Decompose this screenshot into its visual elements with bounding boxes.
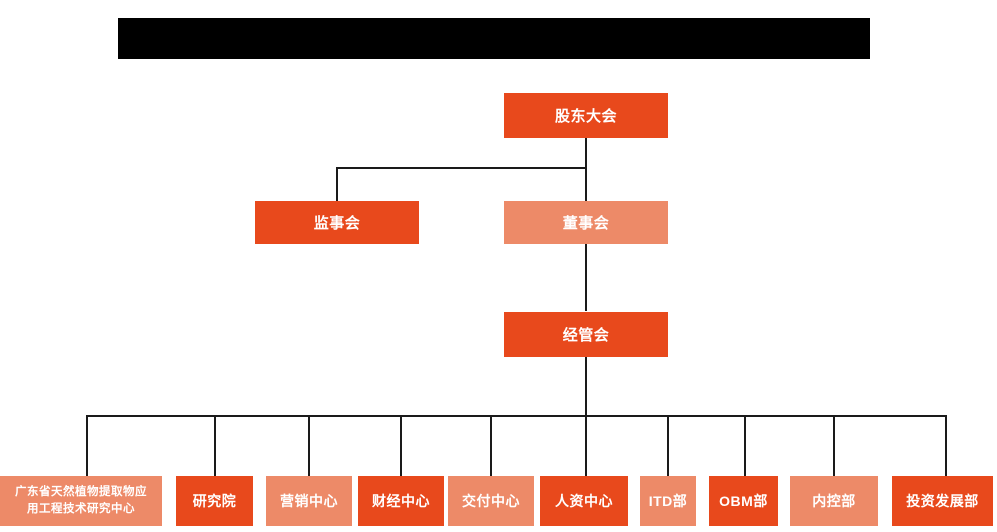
node-hr[interactable]: 人资中心 [540,476,628,526]
connector-level2-bus [336,167,587,169]
node-management-label: 经管会 [562,327,610,344]
node-directors[interactable]: 董事会 [504,201,668,244]
node-investment-label: 投资发展部 [906,493,979,509]
connector-drop-institute [214,415,216,476]
node-finance-label: 财经中心 [372,493,430,509]
title-bar-text [118,18,870,59]
connector-drop-delivery [490,415,492,476]
node-research-center[interactable]: 广东省天然植物提取物应 用工程技术研究中心 [0,476,162,526]
connector-management-down [585,357,587,416]
node-shareholders-label: 股东大会 [554,108,617,125]
node-finance[interactable]: 财经中心 [358,476,444,526]
connector-shareholders-down [585,138,587,168]
node-internal-control-label: 内控部 [812,493,856,509]
node-delivery[interactable]: 交付中心 [448,476,534,526]
redacted-title-bar [118,18,870,59]
node-directors-label: 董事会 [562,215,610,232]
connector-drop-itd [667,415,669,476]
node-itd-label: ITD部 [648,493,688,509]
node-supervisors[interactable]: 监事会 [255,201,419,244]
node-hr-label: 人资中心 [555,493,613,509]
node-delivery-label: 交付中心 [462,493,520,509]
connector-drop-investment [945,415,947,476]
connector-drop-internal-control [833,415,835,476]
node-itd[interactable]: ITD部 [640,476,696,526]
node-research-center-label: 广东省天然植物提取物应 用工程技术研究中心 [15,486,147,515]
node-institute-label: 研究院 [192,493,237,509]
connector-drop-obm [744,415,746,476]
node-marketing[interactable]: 营销中心 [266,476,352,526]
node-marketing-label: 营销中心 [280,493,338,509]
connector-drop-hr [585,415,587,476]
node-shareholders[interactable]: 股东大会 [504,93,668,138]
node-internal-control[interactable]: 内控部 [790,476,878,526]
connector-drop-finance [400,415,402,476]
connector-drop-research-center [86,415,88,476]
node-obm[interactable]: OBM部 [709,476,778,526]
connector-directors-to-management [585,243,587,311]
connector-drop-marketing [308,415,310,476]
connector-departments-bus [86,415,946,417]
connector-to-supervisors [336,167,338,201]
node-supervisors-label: 监事会 [313,215,361,232]
node-obm-label: OBM部 [719,493,768,509]
node-investment[interactable]: 投资发展部 [892,476,993,526]
node-institute[interactable]: 研究院 [176,476,253,526]
connector-to-directors [585,167,587,201]
node-management[interactable]: 经管会 [504,312,668,357]
